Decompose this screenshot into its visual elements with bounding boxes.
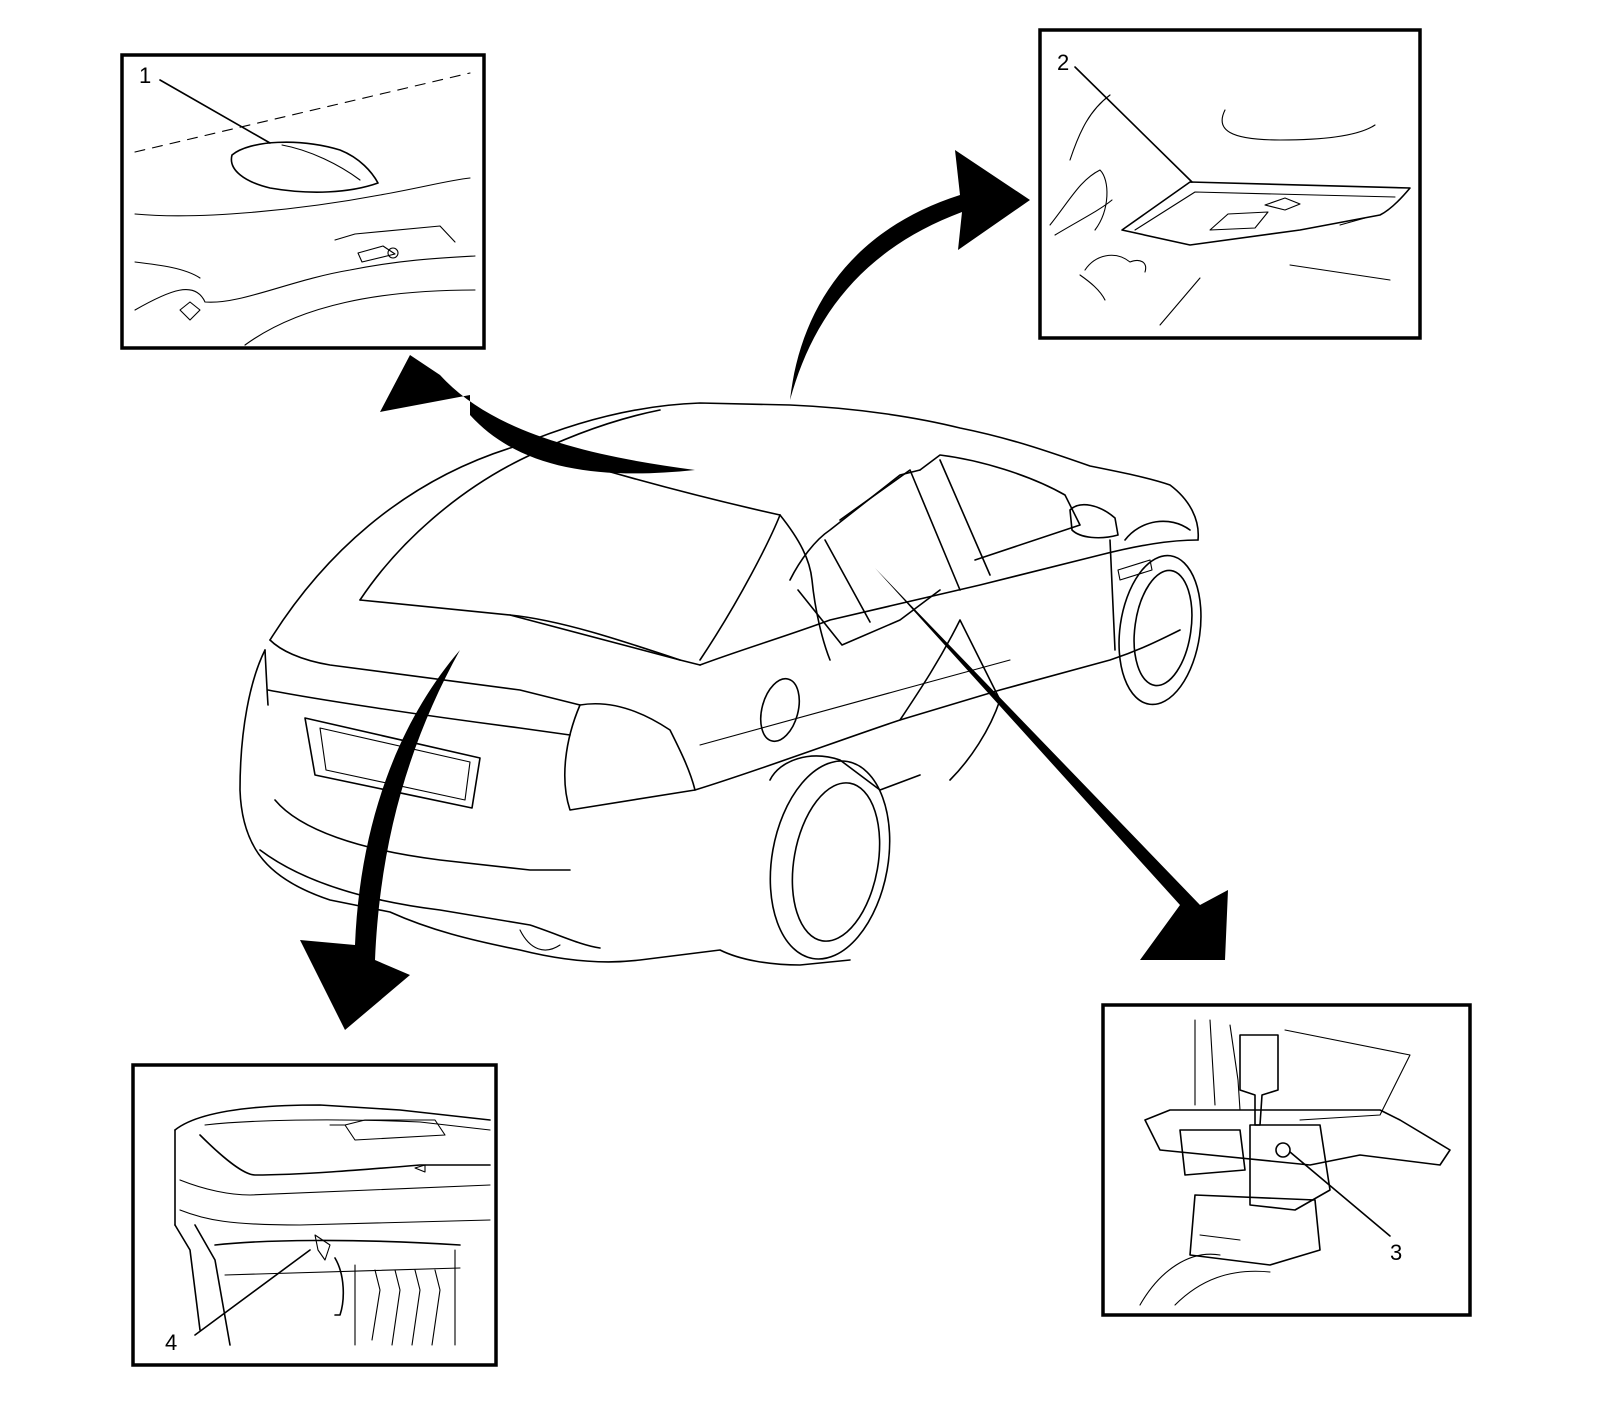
- callout-1: 1: [139, 63, 151, 88]
- arrow-to-panel-1: [380, 355, 695, 474]
- detail-panel-1: 1: [120, 53, 486, 350]
- callout-leader-4: [194, 1249, 311, 1336]
- arrow-to-panel-4: [300, 650, 460, 1030]
- callout-4: 4: [165, 1330, 177, 1355]
- vehicle-illustration: [239, 402, 1202, 966]
- detail-panel-4: 4: [131, 1063, 498, 1367]
- detail-panel-3: 3: [1101, 1003, 1472, 1317]
- callout-3: 3: [1390, 1240, 1402, 1265]
- arrow-to-panel-2: [790, 150, 1030, 400]
- callout-2: 2: [1057, 50, 1069, 75]
- detail-panel-2: 2: [1038, 28, 1422, 340]
- callout-leader-2: [1074, 66, 1193, 183]
- callout-leader-1: [159, 79, 271, 144]
- pointer-arrows: [300, 150, 1228, 1030]
- arrow-to-panel-3: [875, 568, 1228, 960]
- callout-leader-3: [1289, 1151, 1391, 1237]
